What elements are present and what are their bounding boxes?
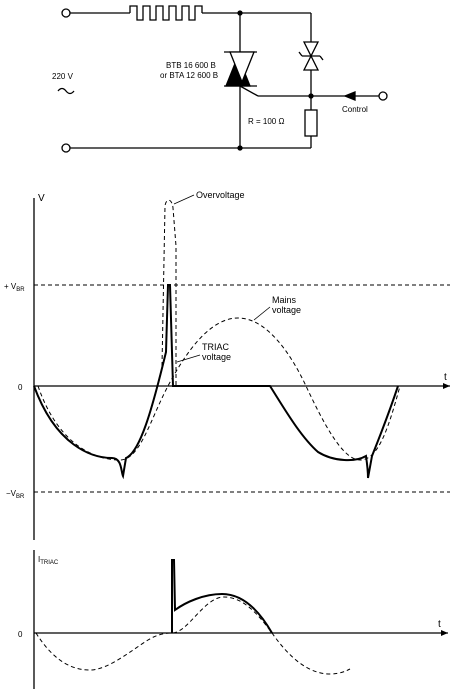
tick-zero-current: 0	[18, 630, 23, 639]
current-x-axis-label: t	[438, 619, 441, 630]
current-y-axis-label: ITRIAC	[38, 555, 59, 566]
inductor-coil	[129, 5, 203, 21]
circuit-diagram	[57, 5, 388, 153]
triac-symbol	[224, 51, 311, 97]
mains-label-1: Mains	[272, 295, 297, 305]
tick-minus-vbr: −VBR	[6, 489, 25, 500]
control-label: Control	[342, 105, 368, 114]
part-number-1: BTB 16 600 B	[166, 61, 216, 70]
voltage-plot	[33, 198, 450, 540]
overvoltage-spike	[161, 199, 177, 386]
current-mains-reference	[35, 596, 351, 675]
voltage-y-axis-label: V	[38, 193, 45, 204]
triac-label-1: TRIAC	[202, 342, 230, 352]
top-terminal	[61, 8, 71, 18]
tick-plus-vbr: + VBR	[4, 282, 25, 293]
resistor-symbol	[304, 109, 318, 137]
mains-label-2: voltage	[272, 305, 301, 315]
control-terminal	[378, 91, 388, 101]
current-plot	[33, 550, 448, 689]
tick-zero-voltage: 0	[18, 383, 23, 392]
bottom-terminal	[61, 143, 71, 153]
resistor-label: R = 100 Ω	[248, 117, 284, 126]
source-voltage-label: 220 V	[52, 72, 74, 81]
voltage-x-axis-label: t	[444, 372, 447, 383]
part-number-2: or BTA 12 600 B	[160, 71, 218, 80]
zener-clamp-symbol	[298, 40, 324, 96]
mains-voltage-curve	[37, 317, 401, 461]
ac-source-icon	[57, 87, 75, 95]
triac-current-curve	[171, 559, 273, 634]
triac-voltage-curve	[33, 284, 399, 480]
triac-label-2: voltage	[202, 352, 231, 362]
control-arrow-icon	[343, 91, 356, 101]
overvoltage-label: Overvoltage	[196, 190, 245, 200]
